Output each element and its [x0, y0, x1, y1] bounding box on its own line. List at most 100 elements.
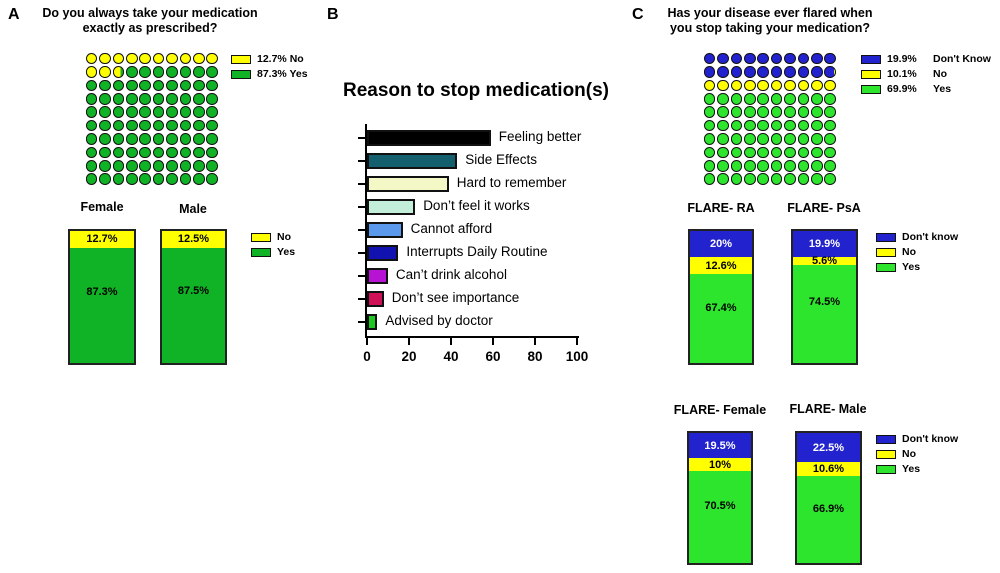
legend-item: 87.3% Yes [231, 68, 308, 80]
tick-label: 20 [401, 349, 417, 364]
waffle-dot [811, 119, 823, 132]
legend-item: Yes [876, 463, 958, 475]
bar-label: Don’t see importance [391, 290, 520, 305]
waffle-dot [126, 93, 138, 105]
bar [367, 314, 378, 330]
waffle-dot [99, 106, 111, 119]
waffle-dot [770, 160, 783, 172]
waffle-dot [811, 66, 823, 78]
waffle-dot [770, 146, 783, 159]
waffle-dot [126, 106, 138, 119]
tick-label: 100 [565, 349, 589, 364]
waffle-dot [206, 146, 218, 159]
waffle-dot [784, 93, 796, 105]
waffle-dot [757, 173, 770, 185]
bar [367, 268, 388, 284]
waffle-dot [811, 79, 823, 92]
segment-label: 12.5% [177, 233, 210, 246]
waffle-dot [784, 119, 796, 132]
waffle-dot [193, 133, 205, 145]
waffle-dot [797, 52, 810, 65]
legend-swatch [231, 54, 251, 64]
waffle-dot [703, 79, 716, 92]
waffle-dot [717, 160, 729, 172]
bar-label: Feeling better [498, 129, 582, 144]
waffle-dot [179, 106, 192, 119]
segment-label: 12.6% [705, 259, 737, 272]
waffle-chart [85, 52, 219, 186]
waffle-dot [703, 52, 716, 65]
stacked-bar: 12.7%87.3% [68, 229, 136, 365]
waffle-dot [112, 52, 125, 65]
legend-text: 87.3% Yes [257, 68, 308, 80]
legend: 12.7% No 87.3% Yes [231, 53, 308, 80]
waffle-dot [811, 160, 823, 172]
axis-tick [575, 338, 579, 345]
axis-tick [358, 274, 365, 277]
waffle-dot [152, 119, 165, 132]
axis-tick [365, 338, 369, 345]
waffle-dot [112, 93, 125, 105]
waffle-dot [166, 160, 178, 172]
waffle-dot [193, 79, 205, 92]
x-axis [365, 336, 579, 339]
waffle-dot [797, 146, 810, 159]
legend-swatch [861, 54, 881, 64]
waffle-dot [85, 66, 98, 78]
segment-label: 74.5% [808, 296, 841, 309]
category-label: Male [179, 202, 207, 216]
waffle-dot [730, 160, 743, 172]
waffle-dot [193, 119, 205, 132]
panel-a-title: Do you always take your medication exact… [30, 6, 270, 35]
waffle-dot [730, 133, 743, 145]
waffle-dot [703, 133, 716, 145]
bar-segment: 12.6% [690, 257, 752, 275]
waffle-dot [824, 146, 836, 159]
waffle-dot [744, 66, 756, 78]
segment-label: 20% [709, 238, 733, 251]
waffle-dot [770, 52, 783, 65]
waffle-dot [744, 119, 756, 132]
waffle-dot [126, 52, 138, 65]
stacked-bar: 22.5%10.6%66.9% [795, 431, 862, 565]
bar [367, 291, 384, 307]
waffle-dot [193, 66, 205, 78]
waffle-dot [811, 106, 823, 119]
panel-b-letter: B [327, 6, 339, 23]
bar-label: Don’t feel it works [423, 198, 530, 213]
legend-item: No [876, 448, 958, 460]
waffle-dot [770, 119, 783, 132]
legend-text: 12.7% No [257, 53, 304, 65]
panel-a-title-line2: exactly as prescribed? [82, 20, 218, 35]
waffle-dot [126, 79, 138, 92]
panel-a-letter: A [8, 6, 20, 23]
waffle-dot [206, 133, 218, 145]
legend-swatch [861, 84, 881, 94]
legend-swatch [251, 247, 271, 257]
legend-item: 10.1%No [861, 68, 991, 80]
waffle-dot [784, 66, 796, 78]
axis-tick [358, 228, 365, 231]
bar-segment: 66.9% [797, 476, 860, 563]
segment-label: 5.6% [811, 254, 838, 267]
waffle-dot [730, 79, 743, 92]
waffle-dot [797, 93, 810, 105]
legend-swatch [876, 464, 896, 474]
waffle-dot [193, 93, 205, 105]
waffle-dot [179, 93, 192, 105]
waffle-dot [139, 106, 152, 119]
waffle-dot [730, 52, 743, 65]
stacked-bar: 19.5%10%70.5% [687, 431, 753, 565]
waffle-dot [730, 106, 743, 119]
waffle-dot [206, 173, 218, 185]
axis-tick [358, 251, 365, 254]
waffle-dot [139, 79, 152, 92]
waffle-dot [85, 146, 98, 159]
waffle-dot [744, 133, 756, 145]
stacked-bar: 12.5%87.5% [160, 229, 227, 365]
bar [367, 222, 403, 238]
legend-text: Yes [902, 463, 921, 475]
bar-segment: 67.4% [690, 274, 752, 363]
waffle-dot [811, 146, 823, 159]
legend-item: 69.9%Yes [861, 83, 991, 95]
